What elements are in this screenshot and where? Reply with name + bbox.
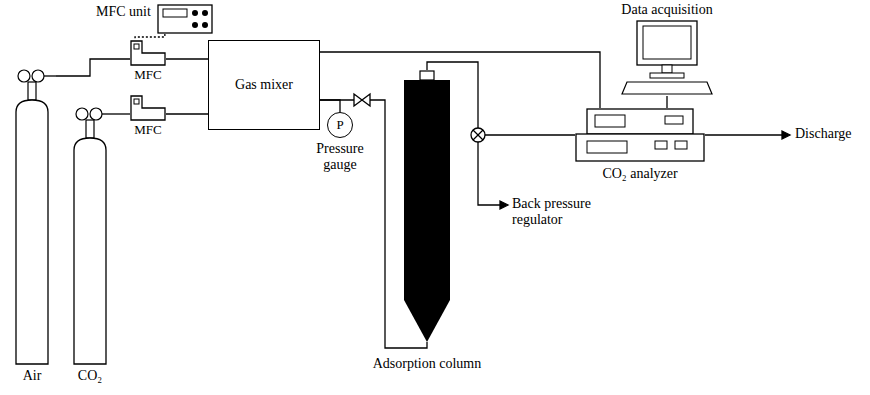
device-label: Data acquisition bbox=[612, 2, 722, 18]
computer-icon bbox=[612, 20, 722, 96]
cyl-node: Air bbox=[8, 66, 56, 384]
arrow-head bbox=[500, 201, 508, 209]
gauge-node: P Pressure gauge bbox=[305, 112, 375, 173]
device-label: MFC unit bbox=[96, 4, 151, 20]
component-label: Back pressure regulator bbox=[512, 196, 612, 228]
regulator-cross bbox=[473, 130, 483, 140]
connector-path bbox=[320, 52, 600, 108]
vent-line bbox=[478, 142, 500, 205]
control-signal-line bbox=[135, 34, 165, 40]
device-label: CO₂ analyzer bbox=[575, 166, 705, 182]
regulator-symbol bbox=[471, 128, 485, 142]
gauge-letter: P bbox=[336, 118, 343, 133]
analyzer-node: CO₂ analyzer bbox=[575, 108, 705, 182]
device-label: MFC bbox=[130, 123, 166, 138]
mfc-symbol bbox=[130, 40, 166, 66]
cyl-node: CO₂ bbox=[66, 104, 114, 384]
mixer-box: Gas mixer bbox=[208, 40, 320, 130]
connector-path bbox=[666, 96, 667, 108]
connector-path bbox=[114, 113, 130, 114]
device-label: MFC bbox=[130, 68, 166, 83]
connector-path bbox=[135, 34, 165, 40]
unit-node: MFC unit bbox=[96, 4, 213, 34]
gas-line bbox=[56, 59, 130, 76]
computer-node: Data acquisition bbox=[612, 2, 722, 96]
mfc-symbol bbox=[130, 95, 166, 121]
device-label: Pressure gauge bbox=[305, 141, 375, 173]
discharge-line bbox=[705, 134, 782, 135]
outlet-label: Discharge bbox=[795, 126, 852, 142]
gas-cylinder bbox=[8, 66, 56, 366]
gas-line bbox=[114, 114, 130, 115]
cylinder-label: Air bbox=[8, 368, 56, 384]
connector-path bbox=[166, 58, 208, 59]
column-node: Adsorption column bbox=[362, 70, 492, 372]
gas-line bbox=[166, 114, 208, 115]
connector-path bbox=[56, 59, 130, 76]
valve-symbol bbox=[362, 94, 370, 106]
column-body bbox=[362, 70, 492, 344]
connector-path bbox=[166, 113, 208, 114]
gas-line bbox=[166, 59, 208, 60]
connector-path bbox=[320, 100, 340, 112]
regulator-cross bbox=[473, 130, 483, 140]
valve-symbol bbox=[354, 94, 362, 106]
gas-line bbox=[667, 96, 668, 108]
arrow-head bbox=[782, 131, 790, 139]
gas-line bbox=[320, 52, 600, 108]
box-label: Gas mixer bbox=[235, 77, 293, 93]
cylinder-label: CO₂ bbox=[66, 368, 114, 384]
analyzer-unit bbox=[575, 108, 705, 162]
controller-box bbox=[157, 4, 213, 34]
mfc-node: MFC bbox=[130, 40, 166, 83]
gas-line bbox=[320, 100, 340, 112]
mfc-node: MFC bbox=[130, 95, 166, 138]
gas-cylinder bbox=[66, 104, 114, 366]
column-label: Adsorption column bbox=[362, 356, 492, 372]
gauge-circle: P bbox=[327, 112, 353, 138]
